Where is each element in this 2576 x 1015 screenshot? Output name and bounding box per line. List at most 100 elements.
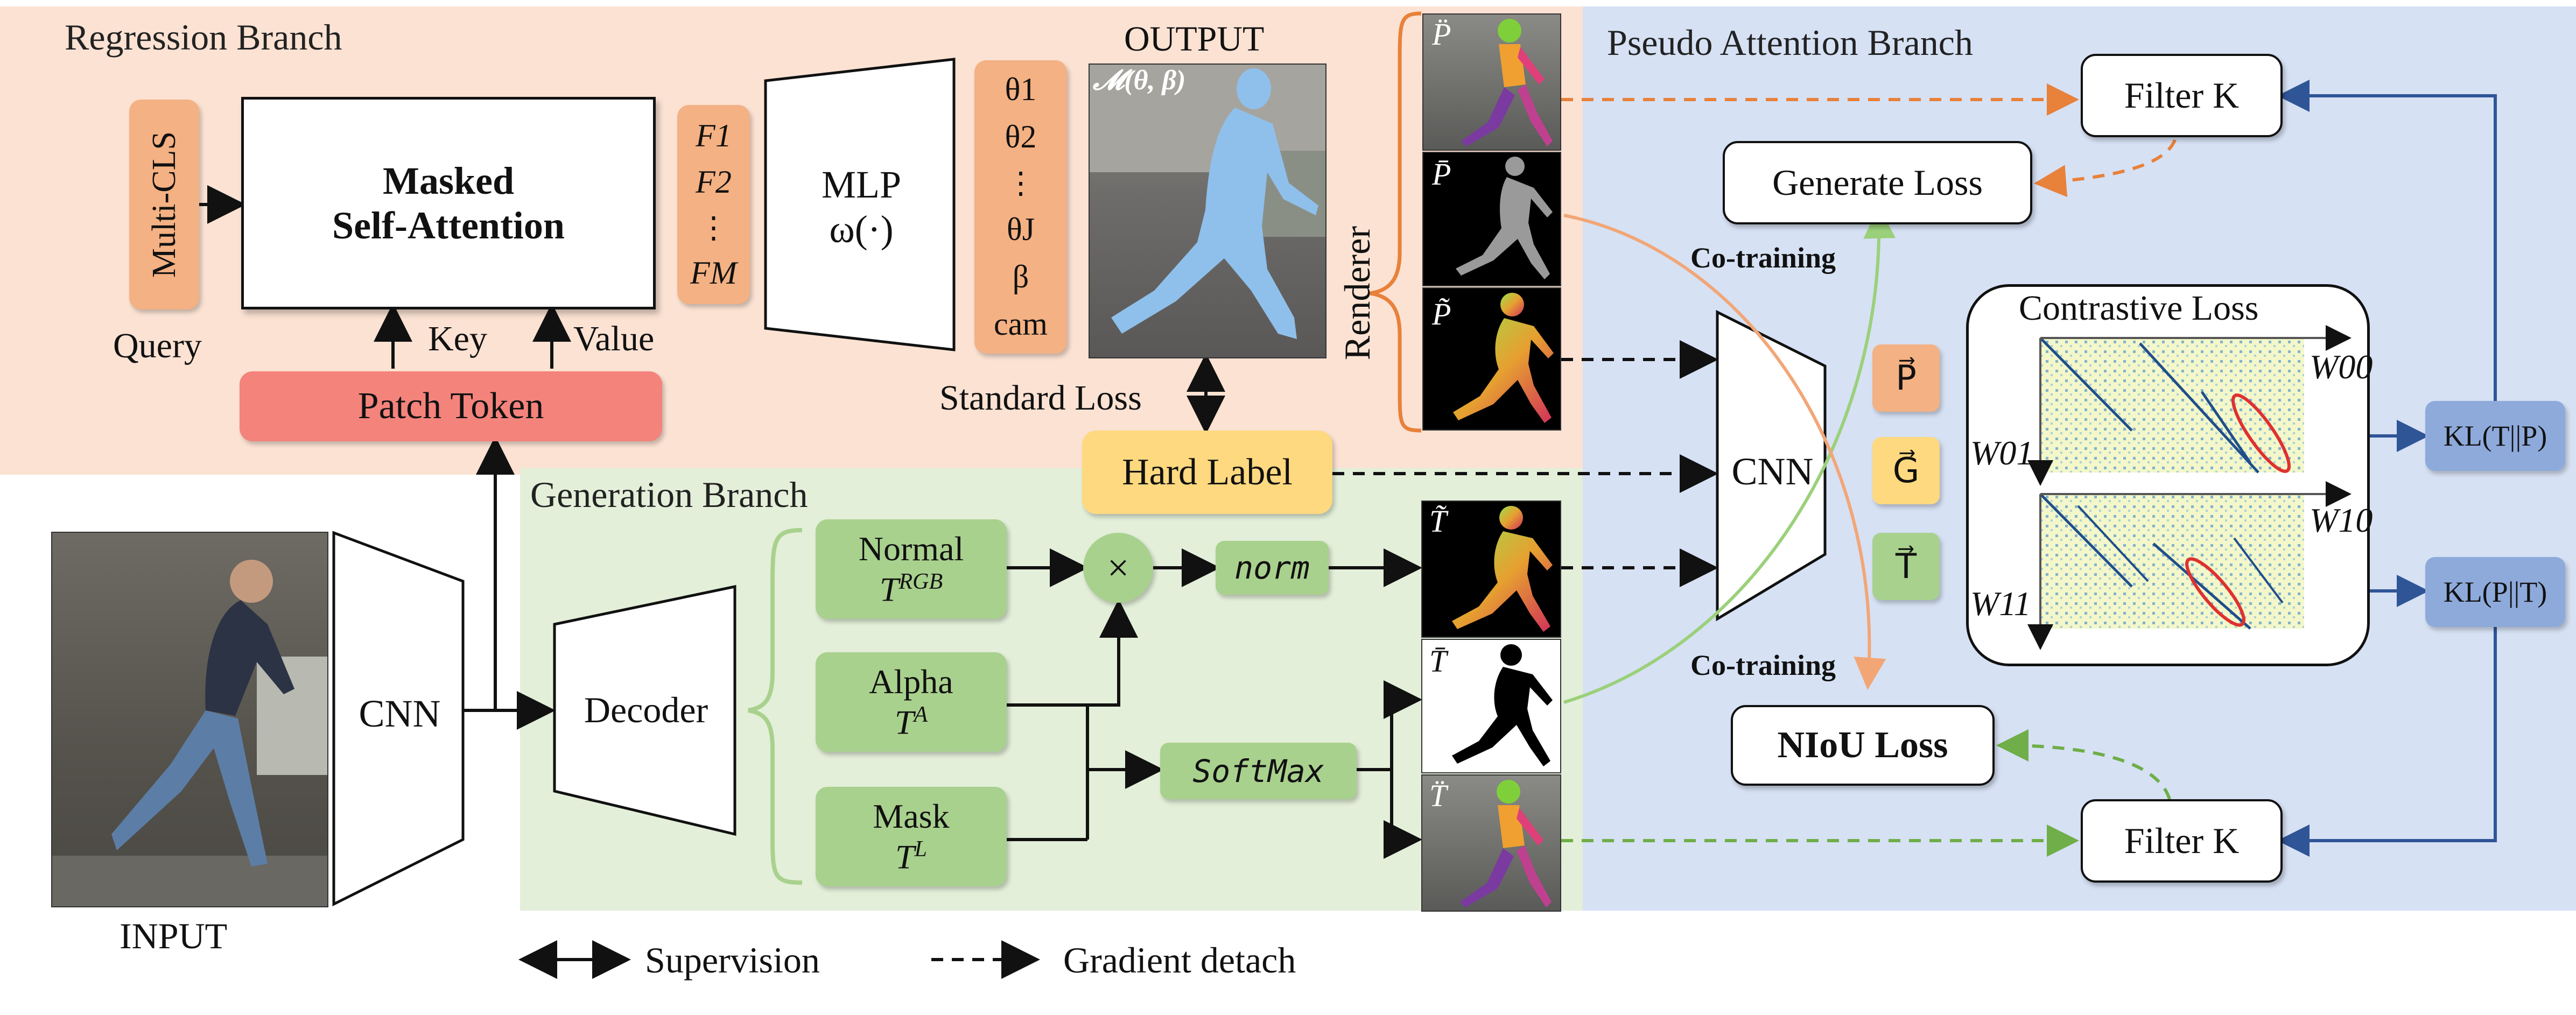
render-p-bar-label: P̄ xyxy=(1432,157,1451,192)
feature-ellipsis: ⋮ xyxy=(698,211,729,245)
feature-f2: F2 xyxy=(696,164,732,200)
feature-fm: FM xyxy=(690,255,737,291)
render-p-bar-image xyxy=(1422,152,1561,286)
contrastive-loss-label: Contrastive Loss xyxy=(2019,288,2259,328)
vec-p-box: P⃗ xyxy=(1872,344,1940,412)
gen-t-tilde-image xyxy=(1421,501,1561,638)
mlp-label-block: MLP ω(·) xyxy=(775,161,947,253)
input-cnn-label: CNN xyxy=(359,692,441,735)
multiply-node: × xyxy=(1083,533,1153,603)
patch-token-box: Patch Token xyxy=(240,371,662,441)
vec-g-label: G⃗ xyxy=(1892,451,1920,490)
mlp-label: MLP xyxy=(821,163,902,206)
filter-k-bottom-label: Filter K xyxy=(2124,820,2240,861)
render-p-tilde-label: P̃ xyxy=(1432,297,1451,332)
multi-cls-label: Multi-CLS xyxy=(145,131,183,278)
gen-t-bar-label: T̄ xyxy=(1429,644,1447,679)
standard-loss-label: Standard Loss xyxy=(939,378,1142,418)
vec-t-label: T⃗ xyxy=(1895,547,1917,586)
co-training-bottom-label: Co-training xyxy=(1690,649,1836,681)
param-thetaj: θJ xyxy=(1006,212,1035,248)
self-attention-label: Self-Attention xyxy=(332,203,565,247)
gen-t-ddot-image xyxy=(1421,774,1561,912)
mlp-trapezoid xyxy=(764,58,956,351)
decoder-trapezoid xyxy=(553,584,736,836)
input-cnn-trapezoid xyxy=(332,531,465,907)
params-box: θ1 θ2 ⋮ θJ β cam xyxy=(974,60,1067,354)
render-p-ddot-figure xyxy=(1461,19,1553,146)
normal-box: Normal TRGB xyxy=(816,519,1007,619)
softmax-label: SoftMax xyxy=(1192,752,1324,790)
hard-label-text: Hard Label xyxy=(1122,451,1293,493)
vec-p-label: P⃗ xyxy=(1896,358,1917,397)
feature-f1: F1 xyxy=(696,117,732,153)
input-label: INPUT xyxy=(120,915,228,956)
kl-top-label: KL(T||P) xyxy=(2443,420,2547,452)
mask-symbol: TL xyxy=(895,836,927,876)
query-label: Query xyxy=(113,326,202,365)
output-mesh-figure xyxy=(1090,65,1325,339)
output-mesh-image xyxy=(1089,64,1326,358)
features-box: F1 F2 ⋮ FM xyxy=(677,105,750,304)
value-label: Value xyxy=(573,319,655,358)
softmax-box: SoftMax xyxy=(1160,743,1357,799)
w00-label: W00 xyxy=(2310,348,2373,386)
w01-label: W01 xyxy=(1970,434,2034,472)
gen-t-tilde-figure xyxy=(1452,506,1553,632)
w11-label: W11 xyxy=(1970,584,2031,623)
render-p-bar-figure xyxy=(1456,157,1553,279)
normal-label: Normal xyxy=(858,529,964,568)
render-p-ddot-label: P̈ xyxy=(1432,17,1451,52)
norm-label: norm xyxy=(1234,549,1310,586)
alpha-label: Alpha xyxy=(869,662,953,701)
gen-t-tilde-label: T̃ xyxy=(1429,504,1447,539)
output-formula: 𝓜(θ, β) xyxy=(1093,65,1186,96)
renderer-label: Renderer xyxy=(1337,226,1378,361)
co-training-top-label: Co-training xyxy=(1690,242,1836,274)
gen-t-bar-image xyxy=(1421,639,1561,773)
regression-branch-title: Regression Branch xyxy=(65,17,342,58)
w10-label: W10 xyxy=(2310,501,2373,539)
alpha-box: Alpha TA xyxy=(816,652,1007,752)
filter-k-bottom-box: Filter K xyxy=(2081,799,2283,883)
input-person-figure xyxy=(52,560,327,906)
vec-t-box: T⃗ xyxy=(1872,533,1940,600)
render-p-tilde-figure xyxy=(1453,293,1554,423)
render-p-tilde-image xyxy=(1422,287,1561,431)
normal-symbol: TRGB xyxy=(879,569,943,609)
legend-supervision-label: Supervision xyxy=(645,940,820,981)
generate-loss-box: Generate Loss xyxy=(1723,141,2032,224)
input-image xyxy=(51,532,328,907)
legend-gradient-detach-label: Gradient detach xyxy=(1063,940,1296,981)
masked-label: Masked xyxy=(382,159,515,202)
param-beta: β xyxy=(1012,259,1029,295)
kl-top-box: KL(T||P) xyxy=(2425,401,2565,471)
gen-t-ddot-figure xyxy=(1460,780,1552,907)
multiply-symbol: × xyxy=(1107,546,1129,589)
patch-token-label: Patch Token xyxy=(357,385,544,427)
vec-g-box: G⃗ xyxy=(1872,437,1940,504)
kl-bottom-box: KL(P||T) xyxy=(2425,557,2565,627)
param-cam: cam xyxy=(994,306,1048,342)
pseudo-attention-title: Pseudo Attention Branch xyxy=(1607,22,1973,63)
gen-t-bar-figure xyxy=(1452,644,1553,766)
param-theta1: θ1 xyxy=(1005,71,1037,107)
generation-branch-title: Generation Branch xyxy=(530,474,808,515)
mask-label: Mask xyxy=(873,797,950,835)
param-theta2: θ2 xyxy=(1005,118,1037,154)
multi-cls-box: Multi-CLS xyxy=(129,100,199,309)
niou-loss-label: NIoU Loss xyxy=(1777,724,1948,766)
decoder-label: Decoder xyxy=(584,689,708,730)
pseudo-cnn-label: CNN xyxy=(1731,450,1814,493)
hard-label-box: Hard Label xyxy=(1082,431,1332,514)
output-title: OUTPUT xyxy=(1124,19,1265,59)
mask-box: Mask TL xyxy=(816,787,1007,886)
filter-k-top-box: Filter K xyxy=(2081,54,2283,137)
param-ellipsis: ⋮ xyxy=(1006,166,1036,200)
masked-self-attention-box: Masked Self-Attention xyxy=(241,97,656,309)
norm-box: norm xyxy=(1216,541,1329,595)
filter-k-top-label: Filter K xyxy=(2124,75,2240,116)
generate-loss-label: Generate Loss xyxy=(1772,162,1983,203)
niou-loss-box: NIoU Loss xyxy=(1731,705,1995,786)
